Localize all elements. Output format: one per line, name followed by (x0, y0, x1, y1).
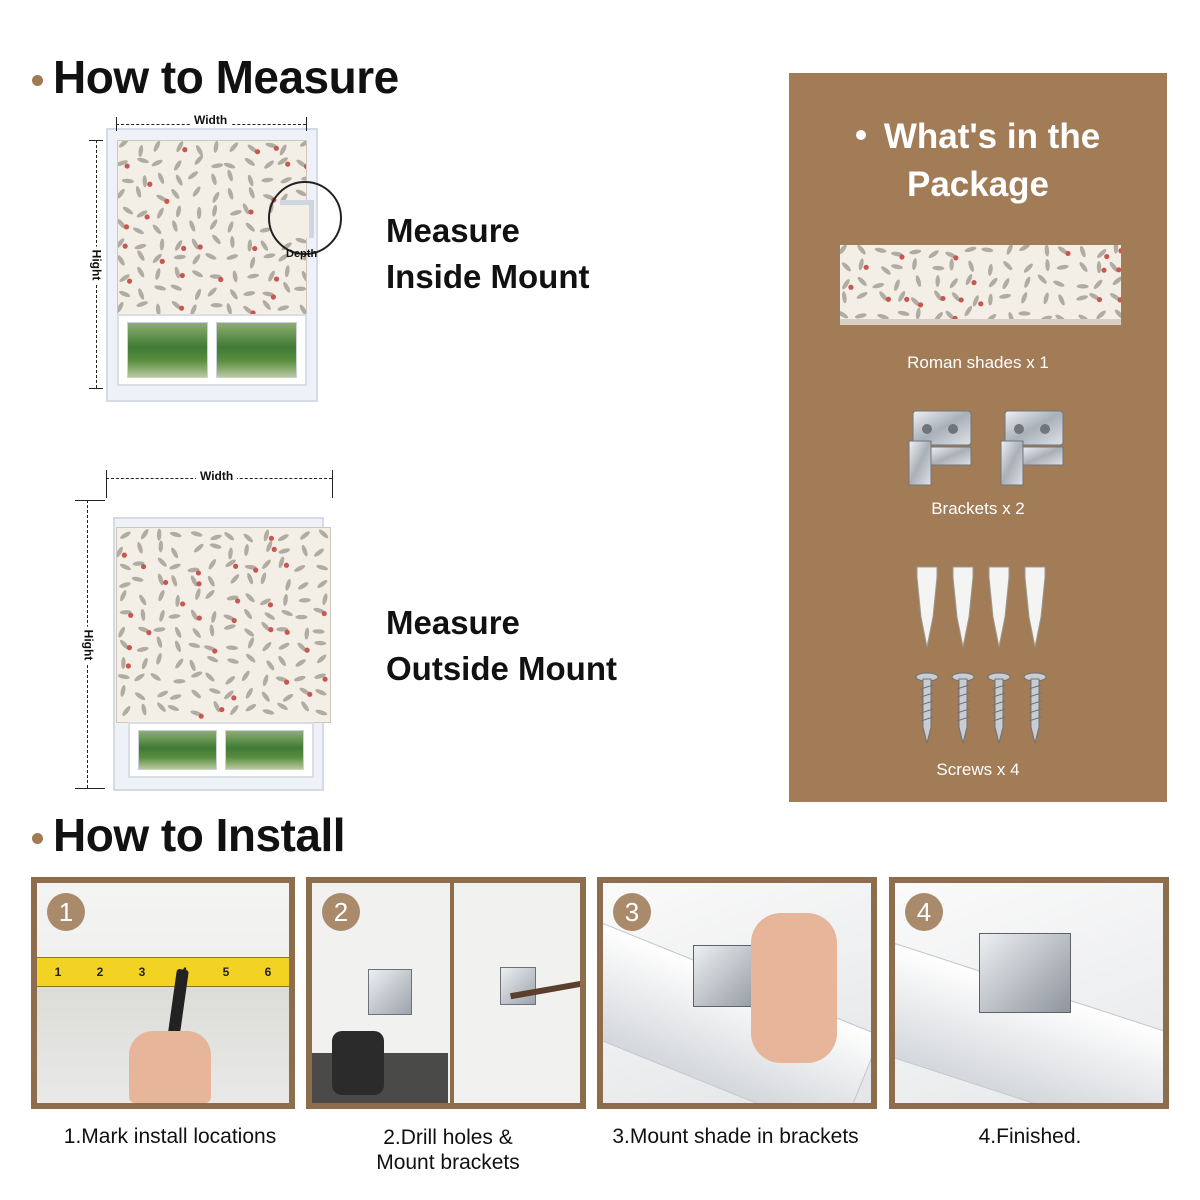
install-heading: How to Install (32, 808, 346, 862)
inside-mount-title-line2: Inside Mount (386, 258, 590, 295)
dimension-tick (75, 500, 105, 501)
dimension-tick (89, 388, 103, 389)
window-glass (128, 722, 314, 778)
height-label: Hight (89, 246, 104, 284)
install-heading-text: How to Install (53, 809, 346, 861)
bullet-dot-icon (32, 74, 43, 86)
package-item-label: Roman shades x 1 (907, 353, 1049, 372)
package-item-label: Brackets x 2 (931, 499, 1025, 518)
step-number-badge: 1 (47, 893, 85, 931)
step-2-caption-line1: 2.Drill holes & (383, 1126, 513, 1149)
bullet-dot-icon (32, 832, 43, 844)
package-title-line2: Package (906, 165, 1050, 204)
width-label: Width (190, 113, 232, 127)
tape-number: 1 (54, 965, 62, 979)
bracket-icon (908, 410, 1064, 486)
leaf-pattern-icon (117, 528, 329, 719)
roman-shade-pattern (117, 140, 307, 316)
inside-mount-title-line1: Measure (386, 212, 520, 249)
step-2-caption-line2: Mount brackets (376, 1151, 520, 1174)
step-number-badge: 4 (905, 893, 943, 931)
step-number-badge: 2 (322, 893, 360, 931)
dimension-tick (306, 117, 307, 131)
depth-corner-detail (280, 200, 314, 238)
dimension-tick (332, 470, 333, 498)
bracket (368, 969, 412, 1015)
leaf-pattern-icon (118, 141, 306, 315)
drill (332, 1031, 384, 1095)
screw-anchor-icon (915, 566, 1047, 744)
window-pane (216, 322, 297, 378)
inside-mount-title: Measure Inside Mount (386, 208, 589, 300)
leaf-pattern-icon (840, 245, 1121, 319)
step-number-badge: 3 (613, 893, 651, 931)
step-1-caption: 1.Mark install locations (63, 1125, 277, 1148)
outside-mount-title-line2: Outside Mount (386, 650, 617, 687)
tape-number: 2 (96, 965, 104, 979)
depth-label: Depth (286, 248, 318, 260)
bullet-dot-icon (855, 129, 866, 140)
install-step-3: 3 (597, 877, 877, 1109)
dimension-tick (89, 140, 103, 141)
window-glass (117, 314, 307, 386)
outside-mount-title-line1: Measure (386, 604, 520, 641)
dimension-tick (116, 117, 117, 131)
install-step-2: 2 (306, 877, 586, 1109)
tape-measure: 1 2 3 4 5 6 (37, 957, 289, 987)
tape-number: 6 (264, 965, 272, 979)
step-3-caption: 3.Mount shade in brackets (612, 1125, 859, 1148)
install-step-4: 4 (889, 877, 1169, 1109)
hand (129, 1031, 211, 1103)
step-4-caption: 4.Finished. (978, 1125, 1082, 1148)
package-item-label: Screws x 4 (936, 760, 1020, 779)
roman-shade-icon (840, 245, 1121, 325)
bracket (500, 967, 536, 1005)
height-label: Hight (81, 626, 96, 664)
tape-number: 5 (222, 965, 230, 979)
package-panel: What's in the Package Roman shades x 1 B… (789, 73, 1167, 802)
depth-callout-circle (268, 181, 342, 255)
measure-heading: How to Measure (32, 50, 399, 104)
package-title: What's in the Package (789, 113, 1167, 209)
tape-number: 3 (138, 965, 146, 979)
window-pane (225, 730, 304, 770)
window-pane (138, 730, 217, 770)
bracket (979, 933, 1071, 1013)
step-1-photo: 1 2 3 4 5 6 (37, 883, 289, 1103)
window-pane (127, 322, 208, 378)
photo-divider (450, 883, 454, 1103)
package-title-line1: What's in the (883, 117, 1101, 156)
dimension-tick (106, 470, 107, 498)
measure-heading-text: How to Measure (53, 51, 399, 103)
width-label: Width (196, 469, 238, 483)
step-2-caption: 2.Drill holes & Mount brackets (318, 1125, 578, 1175)
dimension-tick (75, 788, 105, 789)
hand (751, 913, 837, 1063)
outside-mount-title: Measure Outside Mount (386, 600, 617, 692)
install-step-1: 1 2 3 4 5 6 1 (31, 877, 295, 1109)
roman-shade-pattern (116, 527, 331, 723)
